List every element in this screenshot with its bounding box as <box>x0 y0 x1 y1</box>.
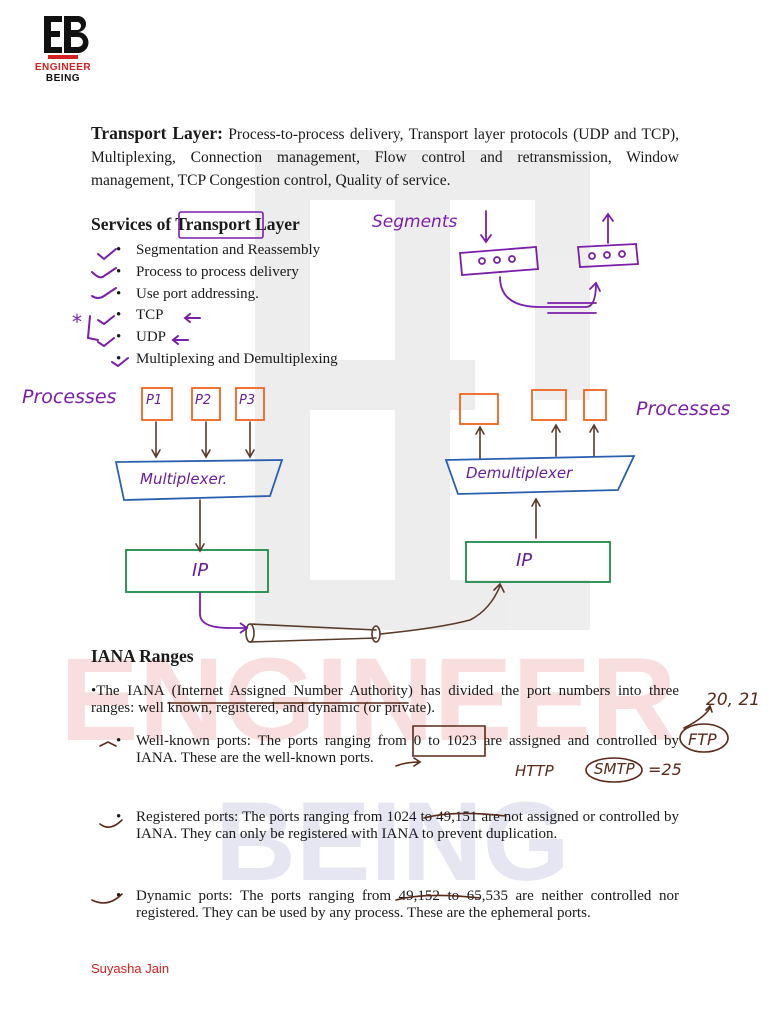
p2-label: P2 <box>195 393 212 408</box>
service-item: UDP <box>116 327 338 349</box>
ftp-port-annotation: 20, 21 <box>706 690 761 710</box>
port-range-well-known: Well-known ports: The ports ranging from… <box>116 733 679 767</box>
intro-heading: Transport Layer: <box>91 123 223 143</box>
iana-intro: •The IANA (Internet Assigned Number Auth… <box>91 683 679 716</box>
services-list: Segmentation and Reassembly Process to p… <box>116 240 338 371</box>
ip-label-right: IP <box>516 550 533 571</box>
port-range-registered: Registered ports: The ports ranging from… <box>116 809 679 843</box>
p3-label: P3 <box>239 393 256 408</box>
process-box-p3 <box>235 387 265 421</box>
segments-sketch <box>459 210 639 314</box>
processes-label-left: Processes <box>22 386 117 408</box>
iana-title: IANA Ranges <box>91 646 194 666</box>
service-item: Use port addressing. <box>116 284 338 306</box>
service-item: Process to process delivery <box>116 262 338 284</box>
ip-box-right <box>465 541 611 583</box>
service-ticks <box>86 248 201 368</box>
ip-box-left <box>125 549 269 593</box>
multiplexer-label: Multiplexer. <box>140 470 228 488</box>
service-item: TCP <box>116 305 338 327</box>
logo-text-being: BEING <box>45 73 81 84</box>
intro-body: Process-to-process delivery, Transport l… <box>91 126 679 189</box>
author-footer: Suyasha Jain <box>91 961 170 976</box>
star-annotation: * <box>72 310 82 334</box>
process-box-r2 <box>531 389 567 421</box>
port-range-dynamic: Dynamic ports: The ports ranging from 49… <box>116 888 679 922</box>
service-item: Multiplexing and Demultiplexing <box>116 349 338 371</box>
p1-label: P1 <box>146 393 163 408</box>
http-annotation: HTTP <box>515 762 554 780</box>
process-box-p2 <box>191 387 221 421</box>
multiplexing-diagram <box>114 387 636 643</box>
process-box-p1 <box>141 387 173 421</box>
ip-label-left: IP <box>192 560 209 581</box>
process-box-r1 <box>459 393 499 425</box>
brand-logo: ENGINEER BEING <box>28 14 98 84</box>
segments-label: Segments <box>372 212 458 232</box>
processes-label-right: Processes <box>636 398 731 420</box>
ftp-annotation: FTP <box>688 730 717 749</box>
services-title: Services of Transport Layer <box>91 214 300 234</box>
smtp-port-annotation: =25 <box>648 760 682 779</box>
logo-text-engineer: ENGINEER <box>34 62 92 73</box>
demultiplexer-shape <box>444 455 636 495</box>
transport-highlight-box <box>178 211 264 239</box>
logo-mark-icon <box>44 16 89 59</box>
demultiplexer-label: Demultiplexer <box>466 464 573 482</box>
process-box-r3 <box>583 389 607 421</box>
smtp-annotation: SMTP <box>594 760 635 778</box>
service-item: Segmentation and Reassembly <box>116 240 338 262</box>
iana-annotations <box>91 702 729 904</box>
transport-layer-intro: Transport Layer: Process-to-process deli… <box>91 122 679 192</box>
multiplexer-shape <box>114 459 284 501</box>
